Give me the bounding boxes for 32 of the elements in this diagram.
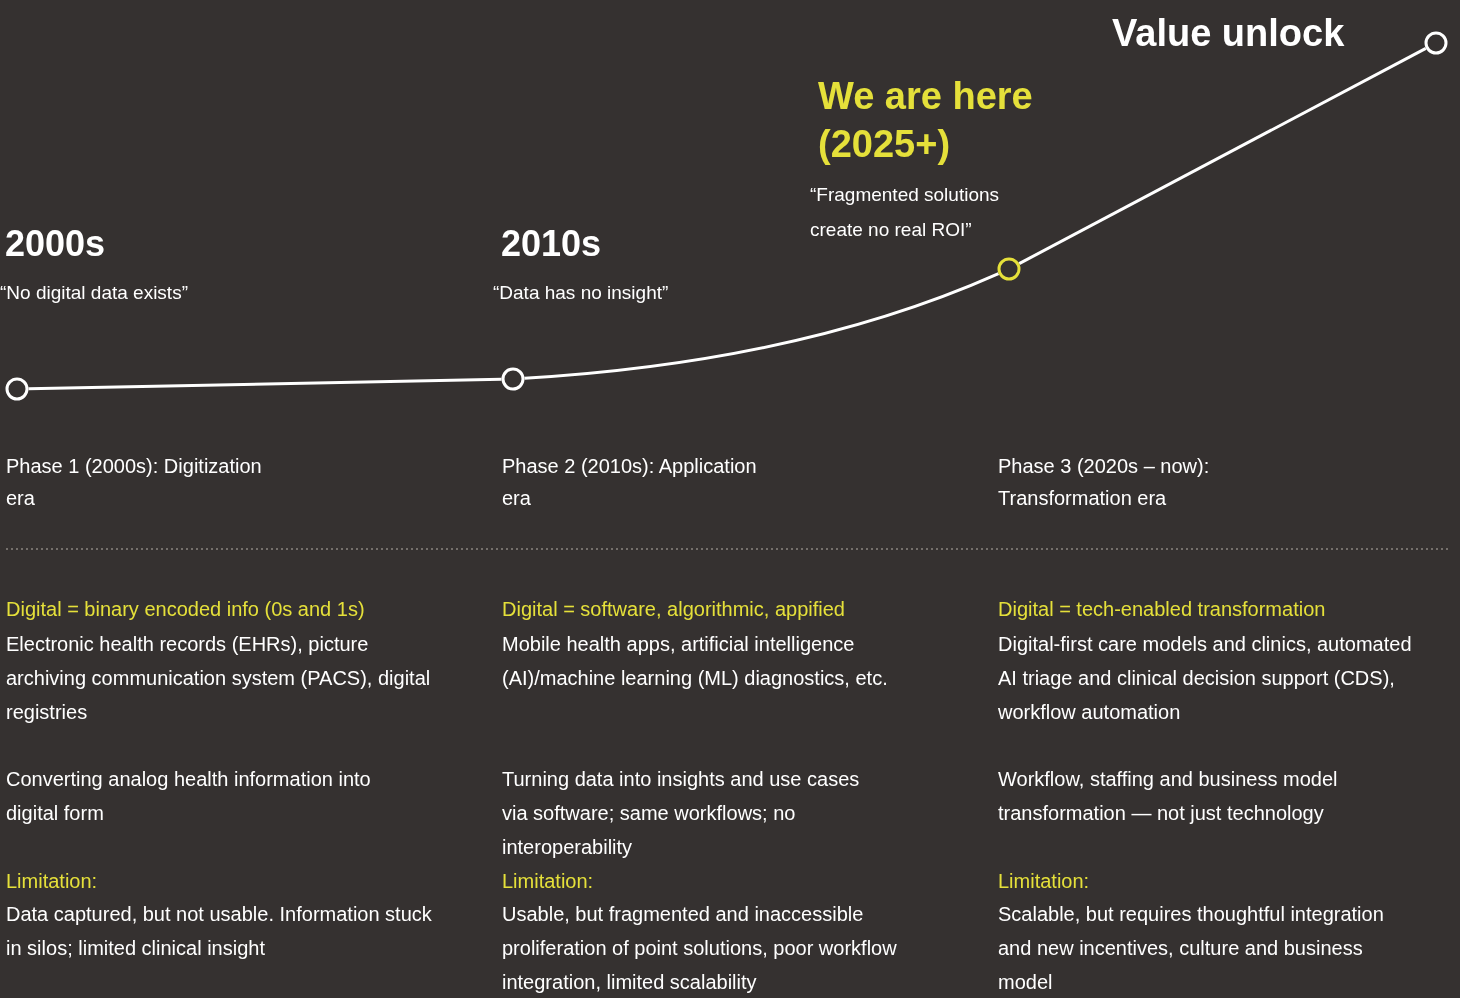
quote-text: “Data has no insight” — [493, 281, 670, 305]
limitation-text: Scalable, but requires thoughtful integration and new incentives, culture and business model — [998, 902, 1385, 995]
era-heading: 2010s — [501, 222, 603, 266]
phase-label: Phase 3 (2020s – now): Transformation era — [998, 454, 1211, 511]
phase-label: Phase 1 (2000s): Digitization era — [6, 454, 263, 511]
definition-heading: Digital = binary encoded info (0s and 1s) — [6, 597, 366, 622]
quote-text: “Fragmented solutions create no real ROI” — [810, 183, 1001, 242]
quote-text: “No digital data exists” — [0, 281, 189, 305]
limitation-text: Usable, but fragmented and inaccessible proliferation of point solutions, poor workflow integration, limited scalability — [502, 902, 898, 995]
definition-heading: Digital = tech-enabled transformation — [998, 597, 1327, 622]
timeline-curve — [1018, 47, 1427, 265]
description-text: Converting analog health information into digital form — [6, 767, 372, 826]
examples-text: Mobile health apps, artificial intelligence (AI)/machine learning (ML) diagnostics, etc. — [502, 632, 889, 691]
limitation-heading: Limitation: — [998, 869, 1091, 894]
milestone-circle — [500, 366, 526, 392]
outcome-heading: Value unlock — [1112, 11, 1346, 56]
description-text: Turning data into insights and use cases via software; same workflows; no interoperability — [502, 767, 861, 860]
phase-label: Phase 2 (2010s): Application era — [502, 454, 758, 511]
limitation-heading: Limitation: — [502, 869, 595, 894]
timeline-curve — [524, 272, 1000, 380]
era-heading: 2000s — [5, 222, 107, 266]
milestone-circle — [4, 376, 30, 402]
milestone-circle — [1423, 30, 1449, 56]
limitation-heading: Limitation: — [6, 869, 99, 894]
milestone-circle — [996, 256, 1022, 282]
timeline-curve — [28, 377, 502, 391]
limitation-text: Data captured, but not usable. Information stuck in silos; limited clinical insight — [6, 902, 433, 961]
definition-heading: Digital = software, algorithmic, appified — [502, 597, 846, 622]
examples-text: Digital-first care models and clinics, automated AI triage and clinical decision support (CDS), workflow automation — [998, 632, 1413, 725]
era-heading: We are here (2025+) — [818, 74, 1034, 167]
description-text: Workflow, staffing and business model transformation — not just technology — [998, 767, 1339, 826]
examples-text: Electronic health records (EHRs), picture archiving communication system (PACS), digital registries — [6, 632, 432, 725]
